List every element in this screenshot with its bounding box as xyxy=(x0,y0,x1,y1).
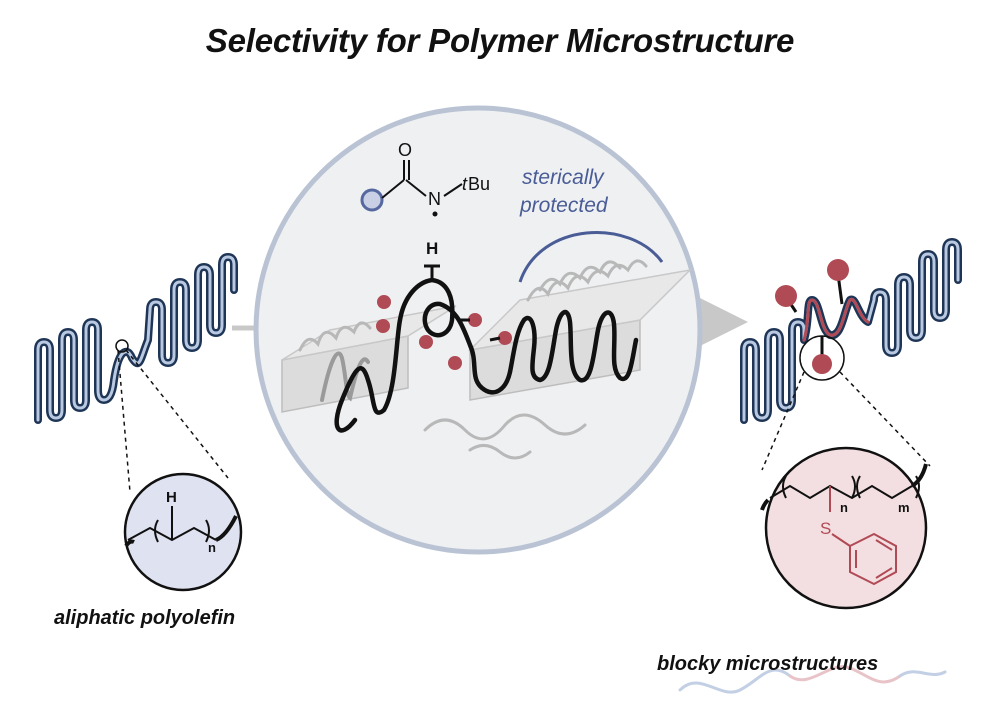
center-zoom-circle xyxy=(253,105,703,555)
right-zoom-structure xyxy=(760,463,928,511)
left-caption: aliphatic polyolefin xyxy=(54,607,236,629)
left-zoom-source-circle xyxy=(115,339,129,353)
site-dot xyxy=(827,259,849,281)
functional-group-dots-center xyxy=(376,264,512,370)
reagent-t: t xyxy=(462,174,468,194)
left-zoom-n: n xyxy=(208,540,216,555)
center-h-label: H xyxy=(426,239,438,258)
decorative-wave xyxy=(678,665,947,694)
reagent-bu: Bu xyxy=(468,174,490,194)
site-dot xyxy=(498,331,512,345)
right-zoom-guide xyxy=(761,371,805,471)
site-dot xyxy=(448,356,462,370)
right-zoom-m: m xyxy=(898,500,910,515)
steric-label-line2: protected xyxy=(519,194,609,217)
amidyl-reagent: O N t Bu xyxy=(360,140,490,217)
figure-title: Selectivity for Polymer Microstructure xyxy=(205,22,795,59)
site-dot xyxy=(468,313,482,327)
left-zoom-circle xyxy=(123,472,243,592)
right-zoom-s: S xyxy=(820,519,831,538)
right-caption: blocky microstructures xyxy=(657,653,879,675)
left-zoom-structure xyxy=(124,506,238,548)
thioether-substituent xyxy=(829,486,897,586)
steric-label-line1: sterically xyxy=(522,166,605,189)
site-dot xyxy=(775,285,797,307)
right-polymer-chain xyxy=(740,238,962,424)
site-dot xyxy=(812,354,832,374)
background-chain-folds xyxy=(298,259,648,460)
steric-arc xyxy=(518,231,664,283)
reagent-anchor-circle xyxy=(360,188,384,212)
right-zoom-circle xyxy=(764,446,928,610)
site-dot xyxy=(419,335,433,349)
right-zoom-guide xyxy=(839,371,931,467)
left-polymer-chain xyxy=(34,253,238,424)
site-dot xyxy=(377,295,391,309)
site-dot xyxy=(376,319,390,333)
reagent-nitrogen: N xyxy=(428,189,441,209)
central-polymer-chain xyxy=(334,277,639,433)
right-zoom-n: n xyxy=(840,500,848,515)
left-zoom-guide xyxy=(117,349,131,493)
left-zoom-guide xyxy=(125,349,229,479)
phenyl-ring xyxy=(849,532,897,586)
reagent-oxygen: O xyxy=(398,140,412,160)
right-zoom-source-circle xyxy=(799,335,845,381)
radical-dot xyxy=(432,211,438,217)
functional-group-dots-right xyxy=(775,259,849,374)
left-zoom-h: H xyxy=(166,489,177,506)
